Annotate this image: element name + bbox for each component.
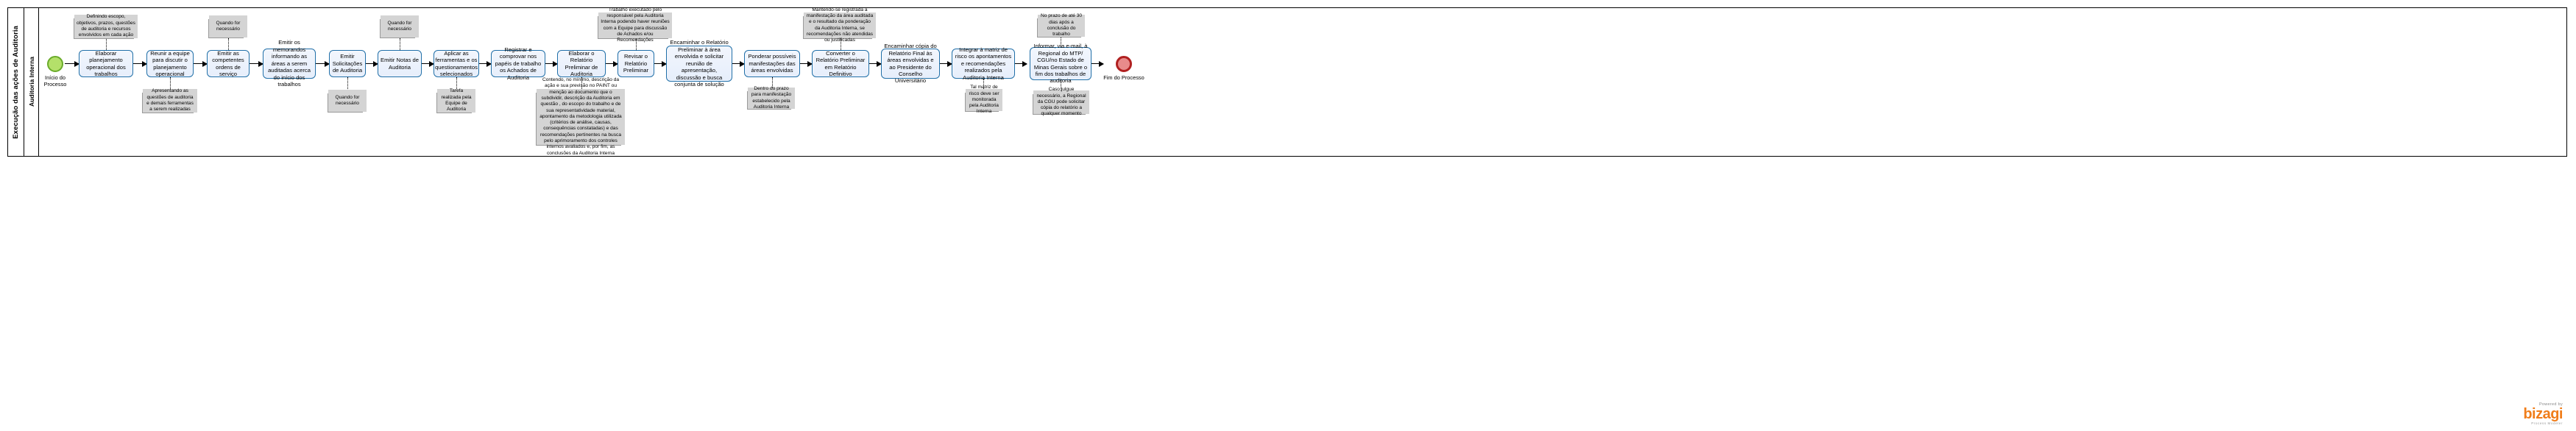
task-label: Elaborar o Relatório Preliminar de Audit…	[565, 49, 598, 77]
task-label: Emitir Solicitações de Auditoria	[332, 53, 363, 74]
association	[456, 77, 457, 89]
note-text: Quando for necessário	[387, 20, 412, 32]
task-label: Informar, via e-mail, à Regional do MTP/…	[1033, 43, 1088, 85]
start-event[interactable]	[47, 56, 63, 72]
task-revisar-relatorio[interactable]: Revisar o Relatório Preliminar	[618, 50, 654, 77]
note-text: Caso julgue necessário, a Regional da CG…	[1036, 87, 1086, 117]
sequence-flow	[194, 63, 207, 65]
lane-header: Auditoria Interna	[24, 8, 39, 156]
association	[170, 77, 171, 89]
task-elaborar-planejamento[interactable]: Elaborar planejamento operacional dos tr…	[79, 50, 133, 77]
task-encaminhar-relatorio-preliminar[interactable]: Encaminhar o Relatório Preliminar à área…	[666, 39, 732, 88]
note-text: Contendo, no mínimo, descrição da ação e…	[539, 77, 622, 156]
annotation-note: Tal matriz de risco deve ser monitorada …	[966, 85, 1002, 114]
process-pool: Execução das ações de Auditoria Auditori…	[7, 7, 2567, 157]
sequence-flow	[250, 63, 263, 65]
note-text: Apresentando as questões de auditoria e …	[146, 88, 194, 113]
association	[772, 77, 773, 88]
task-label: Emitir os memorandos informando as áreas…	[268, 39, 311, 88]
pool-label: Execução das ações de Auditoria	[12, 25, 20, 139]
sequence-flow	[316, 63, 329, 65]
sequence-flow	[606, 63, 618, 65]
sequence-flow	[654, 63, 666, 65]
brand-name: bizagi	[2523, 407, 2563, 421]
sequence-flow	[133, 63, 146, 65]
annotation-note: Caso julgue necessário, a Regional da CG…	[1033, 87, 1089, 117]
task-emitir-solicitacoes[interactable]: Emitir Solicitações de Auditoria	[329, 50, 366, 77]
brand-part1: biz	[2523, 406, 2543, 422]
sequence-flow	[800, 63, 812, 65]
annotation-note: Contendo, no mínimo, descrição da ação e…	[537, 77, 625, 156]
task-emitir-notas[interactable]: Emitir Notas de Auditoria	[378, 50, 422, 77]
task-converter-relatorio-definitivo[interactable]: Converter o Relatório Preliminar em Rela…	[812, 50, 869, 77]
task-elaborar-relatorio-preliminar[interactable]: Elaborar o Relatório Preliminar de Audit…	[557, 50, 606, 77]
brand-tagline: Process Modeler	[2531, 421, 2563, 425]
association	[347, 77, 348, 89]
sequence-flow	[732, 63, 744, 65]
task-label: Aplicar as ferramentas e os questionamen…	[435, 49, 478, 77]
annotation-note: Quando for necessário	[381, 15, 419, 38]
powered-by-label: Powered by	[2538, 402, 2563, 407]
note-text: Tal matriz de risco deve ser monitorada …	[969, 85, 999, 115]
annotation-note: Mantendo-se registrada a manifestação da…	[804, 7, 876, 43]
task-label: Revisar o Relatório Preliminar	[623, 53, 649, 74]
sequence-flow	[479, 63, 491, 65]
note-text: Dentro do prazo para manifestação estabe…	[751, 85, 792, 110]
annotation-note: No prazo de até 30 dias após a conclusão…	[1038, 13, 1085, 38]
task-label: Registrar e comprovar nos papéis de trab…	[495, 46, 542, 81]
task-label: Emitir as competentes ordens de serviço	[212, 49, 244, 77]
task-aplicar-ferramentas[interactable]: Aplicar as ferramentas e os questionamen…	[434, 50, 479, 77]
association	[636, 38, 637, 50]
task-integrar-matriz-risco[interactable]: Integrar à matriz de risco os apontament…	[952, 46, 1015, 81]
annotation-note: Trabalho executado pelo responsável pela…	[598, 7, 672, 43]
sequence-flow	[366, 63, 378, 65]
note-text: Mantendo-se registrada a manifestação da…	[806, 7, 874, 43]
task-label: Reunir a equipe para discutir o planejam…	[150, 49, 190, 77]
task-informar-cgu[interactable]: Informar, via e-mail, à Regional do MTP/…	[1030, 43, 1091, 84]
annotation-note: Quando for necessário	[209, 15, 247, 38]
task-emitir-ordens-servico[interactable]: Emitir as competentes ordens de serviço	[207, 50, 250, 77]
task-reunir-equipe[interactable]: Reunir a equipe para discutir o planejam…	[146, 50, 194, 77]
annotation-note: Definindo escopo, objetivos, prazos, que…	[74, 14, 138, 38]
brand-part2: agi	[2542, 406, 2563, 422]
task-encaminhar-copia-relatorio-final[interactable]: Encaminhar cópia do Relatório Final às á…	[881, 43, 940, 84]
note-text: Definindo escopo, objetivos, prazos, que…	[77, 14, 135, 38]
end-event[interactable]	[1116, 56, 1132, 72]
task-emitir-memorandos[interactable]: Emitir os memorandos informando as áreas…	[263, 39, 316, 88]
association	[106, 38, 107, 50]
task-label: Ponderar possíveis manifestações das áre…	[748, 53, 796, 74]
note-text: Trabalho executado pelo responsável pela…	[601, 7, 670, 43]
association	[983, 79, 984, 89]
sequence-flow	[65, 63, 79, 65]
end-event-label: Fim do Processo	[1103, 74, 1144, 81]
note-text: Quando for necessário	[335, 94, 360, 106]
annotation-note: Apresentando as questões de auditoria e …	[143, 88, 197, 113]
task-label: Emitir Notas de Auditoria	[381, 57, 419, 71]
task-registrar-achados[interactable]: Registrar e comprovar nos papéis de trab…	[491, 46, 545, 81]
annotation-note: Dentro do prazo para manifestação estabe…	[748, 85, 795, 110]
start-event-label: Início do Processo	[43, 74, 67, 88]
association	[581, 77, 582, 89]
annotation-note: Quando for necessário	[328, 90, 367, 112]
bizagi-logo: Powered by bizagi Process Modeler	[2523, 402, 2563, 425]
sequence-flow	[869, 63, 881, 65]
task-label: Elaborar planejamento operacional dos tr…	[86, 49, 126, 77]
task-label: Integrar à matriz de risco os apontament…	[955, 46, 1012, 81]
sequence-flow	[940, 63, 952, 65]
sequence-flow	[1091, 63, 1103, 65]
note-text: Quando for necessário	[216, 20, 241, 32]
sequence-flow	[422, 63, 434, 65]
note-text: Tarefa realizada pela Equipe de Auditori…	[441, 88, 472, 113]
task-label: Encaminhar cópia do Relatório Final às á…	[884, 43, 937, 85]
annotation-note: Tarefa realizada pela Equipe de Auditori…	[437, 88, 475, 113]
sequence-flow	[1015, 63, 1027, 65]
task-label: Encaminhar o Relatório Preliminar à área…	[670, 39, 729, 88]
pool-header: Execução das ações de Auditoria	[8, 8, 24, 156]
sequence-flow	[545, 63, 557, 65]
association	[228, 38, 229, 50]
task-ponderar-manifestacoes[interactable]: Ponderar possíveis manifestações das áre…	[744, 50, 800, 77]
note-text: No prazo de até 30 dias após a conclusão…	[1040, 13, 1083, 38]
task-label: Converter o Relatório Preliminar em Rela…	[815, 49, 866, 77]
